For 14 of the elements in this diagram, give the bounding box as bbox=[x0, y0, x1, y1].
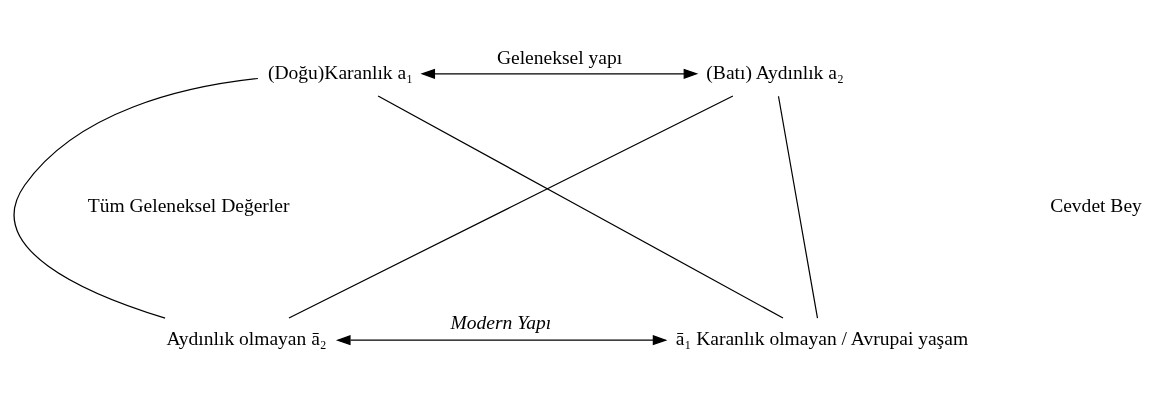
connector bbox=[13, 77, 259, 319]
node-text: (Doğu)Karanlık a₁ bbox=[267, 61, 413, 83]
node-text: ā₁ Karanlık olmayan / Avrupai yaşam bbox=[675, 327, 969, 349]
connector bbox=[777, 95, 819, 319]
arrow bbox=[335, 335, 668, 346]
arrow bbox=[420, 68, 699, 79]
edge-label: Geleneksel yapı bbox=[496, 46, 623, 68]
node-text: Aydınlık olmayan ā₂ bbox=[166, 327, 327, 349]
connector bbox=[377, 95, 784, 319]
connector bbox=[288, 95, 734, 319]
label: Tüm Geleneksel Değerler bbox=[87, 194, 290, 216]
label: Cevdet Bey bbox=[1050, 194, 1142, 216]
node-text: (Batı) Aydınlık a₂ bbox=[706, 61, 844, 83]
edge-label: Modern Yapı bbox=[450, 311, 552, 333]
